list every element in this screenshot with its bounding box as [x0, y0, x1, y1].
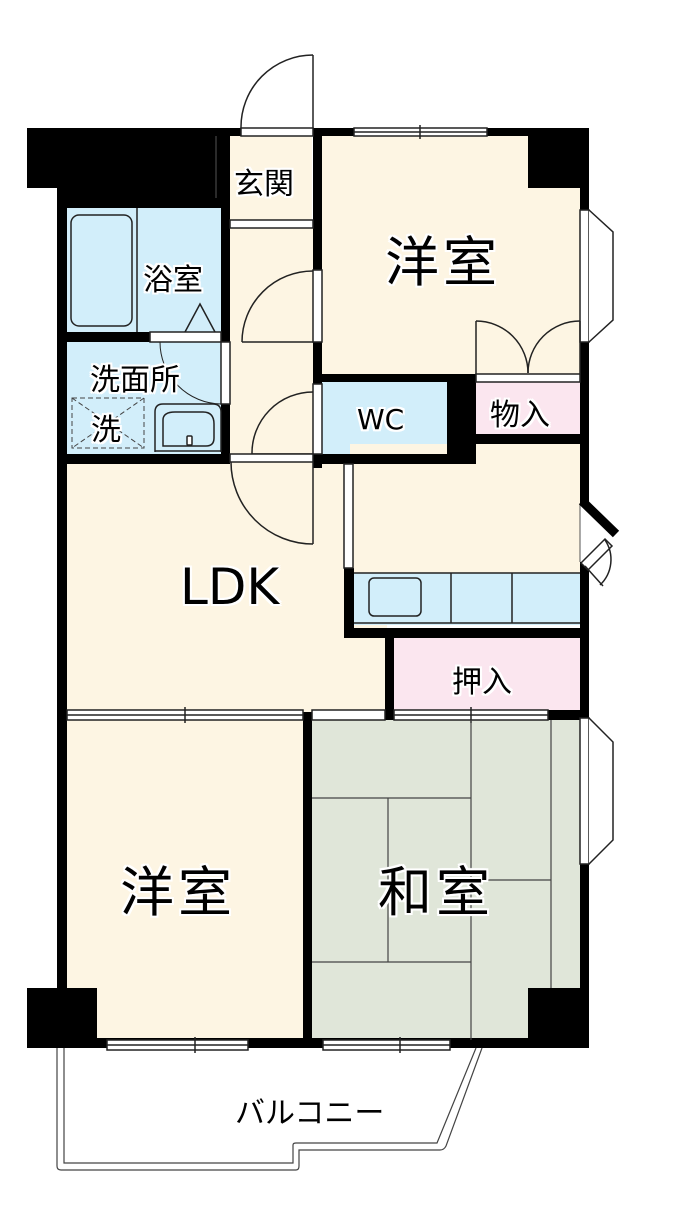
washer-label: 洗: [91, 413, 121, 448]
wc-label: WC: [357, 403, 405, 436]
bathtub-icon: [70, 214, 133, 327]
wall-east-upper: [580, 128, 589, 210]
wall-east-bottom: [580, 864, 589, 1048]
closet-double-door-icon: [475, 320, 581, 383]
entrance-label: 玄関: [234, 167, 294, 202]
wall-north-room: [312, 128, 354, 136]
kitchen-area: [350, 444, 580, 574]
japanese-room-label: 和室: [378, 861, 494, 924]
wall-wc-south: [313, 454, 476, 464]
service-door-icon: [578, 497, 620, 587]
washroom-label: 洗面所: [90, 363, 180, 398]
balcony-label: バルコニー: [235, 1096, 385, 1131]
western-room-south-label: 洋室: [120, 861, 236, 924]
wall-south: [27, 1038, 589, 1048]
balcony-outline: [56, 1047, 483, 1171]
wall-wc-east: [447, 374, 476, 464]
wall-south-rooms-divider: [303, 712, 312, 1048]
storage-closet-label: 物入: [490, 398, 550, 433]
toilet: [322, 382, 447, 454]
window-south-west-icon: [106, 1037, 249, 1053]
window-north-icon: [353, 125, 488, 139]
wall-north-entrance: [180, 128, 242, 136]
wall-oshiire-west: [385, 638, 394, 720]
bay-window-upper-icon: [579, 209, 614, 343]
wall-kitchen-south: [344, 628, 589, 638]
entrance-step: [229, 219, 314, 229]
entrance-room: [216, 136, 312, 220]
bath-door-icon: [149, 302, 222, 343]
wall-wash-south: [57, 454, 230, 464]
wall-east-mid: [580, 342, 589, 504]
wall-east-lower: [580, 562, 589, 718]
western-room-north-label: 洋室: [385, 231, 501, 294]
wall-ne-column: [528, 128, 589, 188]
window-south-east-icon: [322, 1037, 451, 1053]
bay-window-lower-icon: [579, 717, 614, 865]
oshiire-closet: [394, 638, 580, 710]
south-room-sliding-door-icon: [66, 707, 304, 723]
kitchen-sink-icon: [354, 572, 580, 624]
storage-closet: [476, 382, 580, 434]
oshiire-label: 押入: [452, 665, 512, 700]
wash-basin-icon: [154, 403, 222, 452]
wc-door-icon: [251, 383, 323, 455]
wall-west: [57, 188, 67, 1048]
hallway: [230, 228, 314, 460]
wall-north-left-block2: [57, 128, 230, 208]
ldk-label: LDK: [180, 558, 280, 616]
washitsu-entry-door: [311, 709, 386, 721]
wall-bath-wash-divider: [57, 332, 230, 342]
wall-closet-south: [476, 434, 589, 444]
western-room-door-icon: [241, 269, 323, 343]
wall-kitchen-west: [344, 568, 354, 638]
wall-oshiire-south-right: [548, 710, 589, 720]
entrance-door-icon: [240, 54, 314, 137]
kitchen-partition: [343, 463, 354, 569]
tatami-mat-lines: [312, 720, 552, 1040]
bathroom-label: 浴室: [143, 263, 203, 298]
washer-space-icon: [71, 397, 145, 449]
ldk-door-icon: [229, 453, 314, 545]
wall-bath-east: [221, 198, 230, 460]
western-room-south: [67, 720, 303, 1040]
ldk: [67, 462, 387, 712]
washroom-door-icon: [159, 341, 231, 405]
